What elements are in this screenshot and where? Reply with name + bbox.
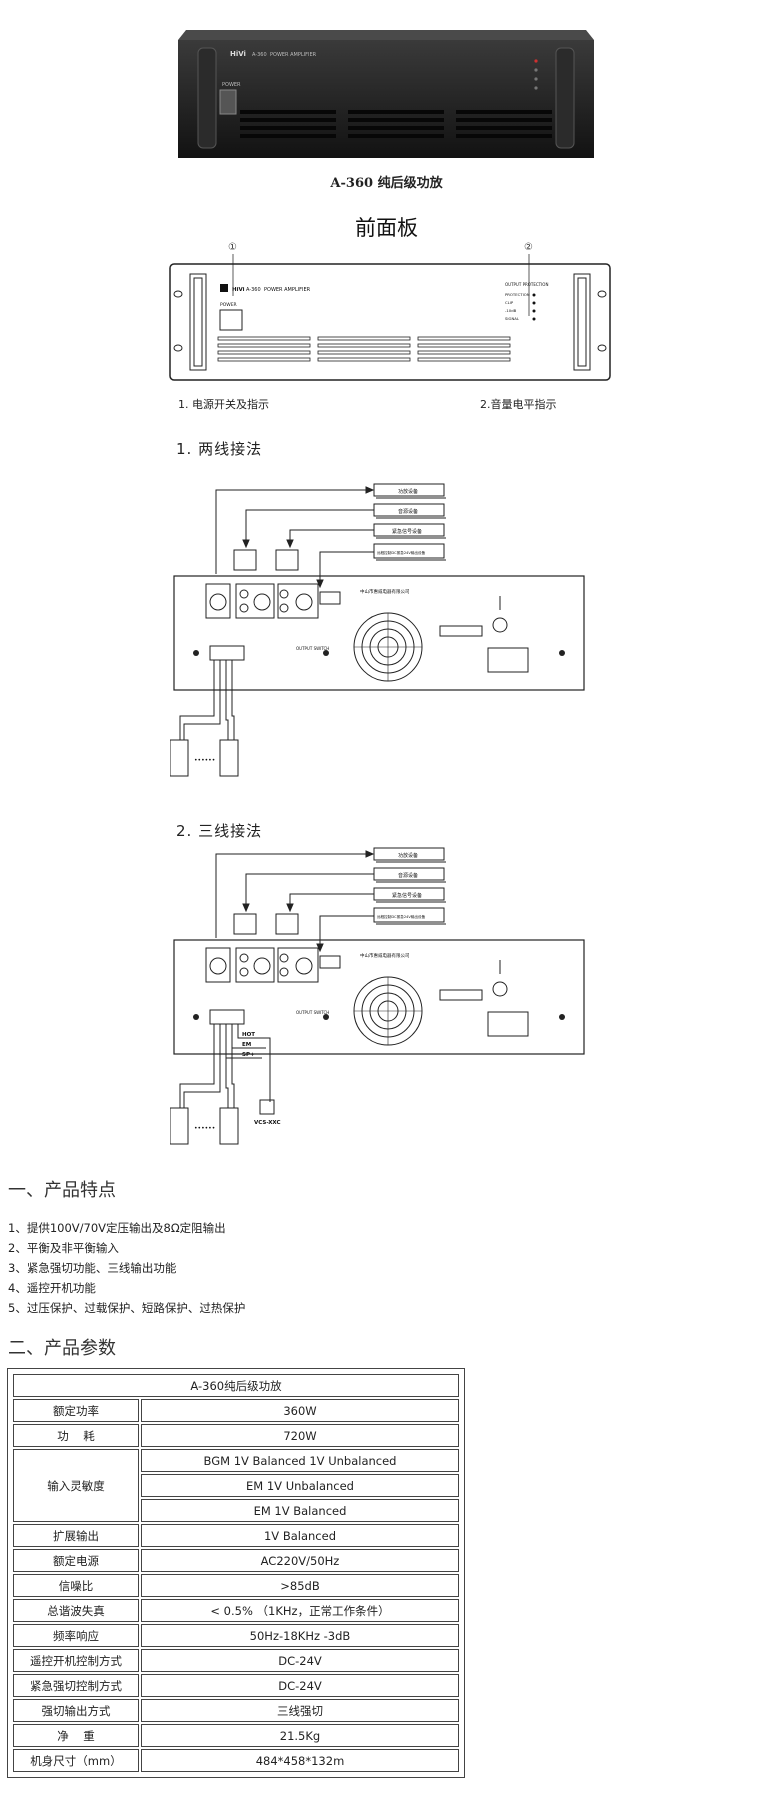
spec-value: AC220V/50Hz	[141, 1549, 459, 1572]
feature-item: 4、遥控开机功能	[8, 1281, 96, 1295]
output-switch-2: OUTPUT SWITCH	[296, 1010, 329, 1015]
table-row: EM 1V Balanced	[13, 1499, 459, 1522]
spec-key: 功 耗	[13, 1424, 139, 1447]
spec-key: 输入灵敏度	[13, 1449, 139, 1522]
spec-key: 净 重	[13, 1724, 139, 1747]
spec-value: 360W	[141, 1399, 459, 1422]
table-row: 功 耗 720W	[13, 1424, 459, 1447]
feature-item: 1、提供100V/70V定压输出及8Ω定阻输出	[8, 1221, 226, 1235]
spec-value: 50Hz-18KHz -3dB	[141, 1624, 459, 1647]
wiring-three-title: 2. 三线接法	[176, 822, 263, 840]
spec-value: 720W	[141, 1424, 459, 1447]
features-list: 1、提供100V/70V定压输出及8Ω定阻输出 2、平衡及非平衡输入 3、紧急强…	[8, 1218, 245, 1318]
spec-table-title: A-360纯后级功放	[13, 1374, 459, 1397]
specs-heading: 二、产品参数	[8, 1338, 116, 1359]
box-emergency-2: 紧急信号设备	[392, 892, 422, 899]
table-row: 扩展输出 1V Balanced	[13, 1524, 459, 1547]
marker-1: ①	[228, 242, 237, 253]
panel-output-label: OUTPUT PROTECTION	[505, 282, 548, 287]
photo-brand: HiVi	[230, 50, 246, 58]
wire-hot: HOT	[242, 1032, 255, 1038]
company-2: 中山市惠威电器有限公司	[360, 952, 410, 959]
box-source-2: 音源设备	[398, 872, 418, 879]
marker-2: ②	[524, 242, 533, 253]
photo-power-label: POWER	[222, 82, 241, 88]
spec-key: 遥控开机控制方式	[13, 1649, 139, 1672]
spec-key: 紧急强切控制方式	[13, 1674, 139, 1697]
spec-value: < 0.5% （1KHz，正常工作条件）	[141, 1599, 459, 1622]
feature-item: 5、过压保护、过载保护、短路保护、过热保护	[8, 1301, 246, 1315]
panel-brand: HiVi	[232, 287, 245, 293]
table-row: 机身尺寸（mm） 484*458*132m	[13, 1749, 459, 1772]
table-row: 额定电源 AC220V/50Hz	[13, 1549, 459, 1572]
photo-panel-text: POWER AMPLIFIER	[270, 52, 317, 58]
led-label-3: -10dB	[505, 308, 517, 313]
table-row: 额定功率 360W	[13, 1399, 459, 1422]
spec-value: EM 1V Balanced	[141, 1499, 459, 1522]
spec-value: BGM 1V Balanced 1V Unbalanced	[141, 1449, 459, 1472]
feature-item: 3、紧急强切功能、三线输出功能	[8, 1261, 177, 1275]
wiring-two-diagram: 功放设备 音源设备 紧急信号设备 远程控制DC紧急24V输出设备 中山市惠威电器…	[170, 483, 585, 777]
spec-value: 484*458*132m	[141, 1749, 459, 1772]
table-row: EM 1V Unbalanced	[13, 1474, 459, 1497]
output-switch-1: OUTPUT SWITCH	[296, 646, 329, 651]
led-label-4: SIGNAL	[505, 316, 520, 321]
table-row: 净 重 21.5Kg	[13, 1724, 459, 1747]
product-caption: A-360 纯后级功放	[330, 176, 443, 191]
front-panel-diagram: ① ② HiVi A-360 POWER AMPLIFIER POWER OUT…	[169, 242, 611, 381]
front-label-1: 1. 电源开关及指示	[178, 398, 269, 411]
spec-value: 三线强切	[141, 1699, 459, 1722]
features-heading: 一、产品特点	[8, 1180, 116, 1201]
led-label-2: CLIP	[505, 300, 514, 305]
table-row: A-360纯后级功放	[13, 1374, 459, 1397]
amplifier-photo: POWER HiVi A-360 POWER AMPLIFIER	[178, 30, 594, 158]
wiring-three-diagram: 功放设备 音源设备 紧急信号设备 远程控制DC紧急24V输出设备 中山市惠威电器…	[170, 847, 585, 1145]
spec-value: >85dB	[141, 1574, 459, 1597]
table-row: 输入灵敏度 BGM 1V Balanced 1V Unbalanced	[13, 1449, 459, 1522]
spec-value: 1V Balanced	[141, 1524, 459, 1547]
front-panel-title: 前面板	[355, 216, 418, 240]
vcs-label: VCS-XXC	[254, 1120, 281, 1126]
table-row: 总谐波失真 < 0.5% （1KHz，正常工作条件）	[13, 1599, 459, 1622]
box-amp-2: 功放设备	[398, 852, 418, 859]
spec-value: DC-24V	[141, 1649, 459, 1672]
box-amp-1: 功放设备	[398, 488, 418, 495]
spec-key: 信噪比	[13, 1574, 139, 1597]
company-1: 中山市惠威电器有限公司	[360, 588, 410, 595]
spec-key: 额定功率	[13, 1399, 139, 1422]
spec-key: 频率响应	[13, 1624, 139, 1647]
table-row: 遥控开机控制方式 DC-24V	[13, 1649, 459, 1672]
panel-text: POWER AMPLIFIER	[264, 287, 311, 293]
spec-value: EM 1V Unbalanced	[141, 1474, 459, 1497]
spec-key: 强切输出方式	[13, 1699, 139, 1722]
spec-key: 机身尺寸（mm）	[13, 1749, 139, 1772]
front-label-2: 2.音量电平指示	[480, 398, 557, 411]
table-row: 紧急强切控制方式 DC-24V	[13, 1674, 459, 1697]
photo-model: A-360	[252, 52, 267, 58]
table-row: 频率响应 50Hz-18KHz -3dB	[13, 1624, 459, 1647]
feature-item: 2、平衡及非平衡输入	[8, 1241, 119, 1255]
box-remote-1: 远程控制DC紧急24V输出设备	[377, 550, 426, 555]
spec-key: 额定电源	[13, 1549, 139, 1572]
box-emergency-1: 紧急信号设备	[392, 528, 422, 535]
panel-model: A-360	[246, 287, 261, 293]
panel-power-label: POWER	[220, 302, 237, 308]
speakers-ellipsis-2: ••••••	[194, 1125, 215, 1132]
wire-sp: SP+	[242, 1052, 255, 1058]
spec-key: 总谐波失真	[13, 1599, 139, 1622]
spec-value: DC-24V	[141, 1674, 459, 1697]
box-remote-2: 远程控制DC紧急24V输出设备	[377, 914, 426, 919]
spec-value: 21.5Kg	[141, 1724, 459, 1747]
wiring-two-title: 1. 两线接法	[176, 440, 263, 458]
table-row: 强切输出方式 三线强切	[13, 1699, 459, 1722]
spec-key: 扩展输出	[13, 1524, 139, 1547]
led-label-1: PROTECTION	[505, 292, 530, 297]
table-row: 信噪比 >85dB	[13, 1574, 459, 1597]
speakers-ellipsis-1: ••••••	[194, 757, 215, 764]
box-source-1: 音源设备	[398, 508, 418, 515]
wire-em: EM	[242, 1042, 251, 1048]
spec-table: A-360纯后级功放 额定功率 360W 功 耗 720W 输入灵敏度 BGM …	[7, 1368, 465, 1778]
